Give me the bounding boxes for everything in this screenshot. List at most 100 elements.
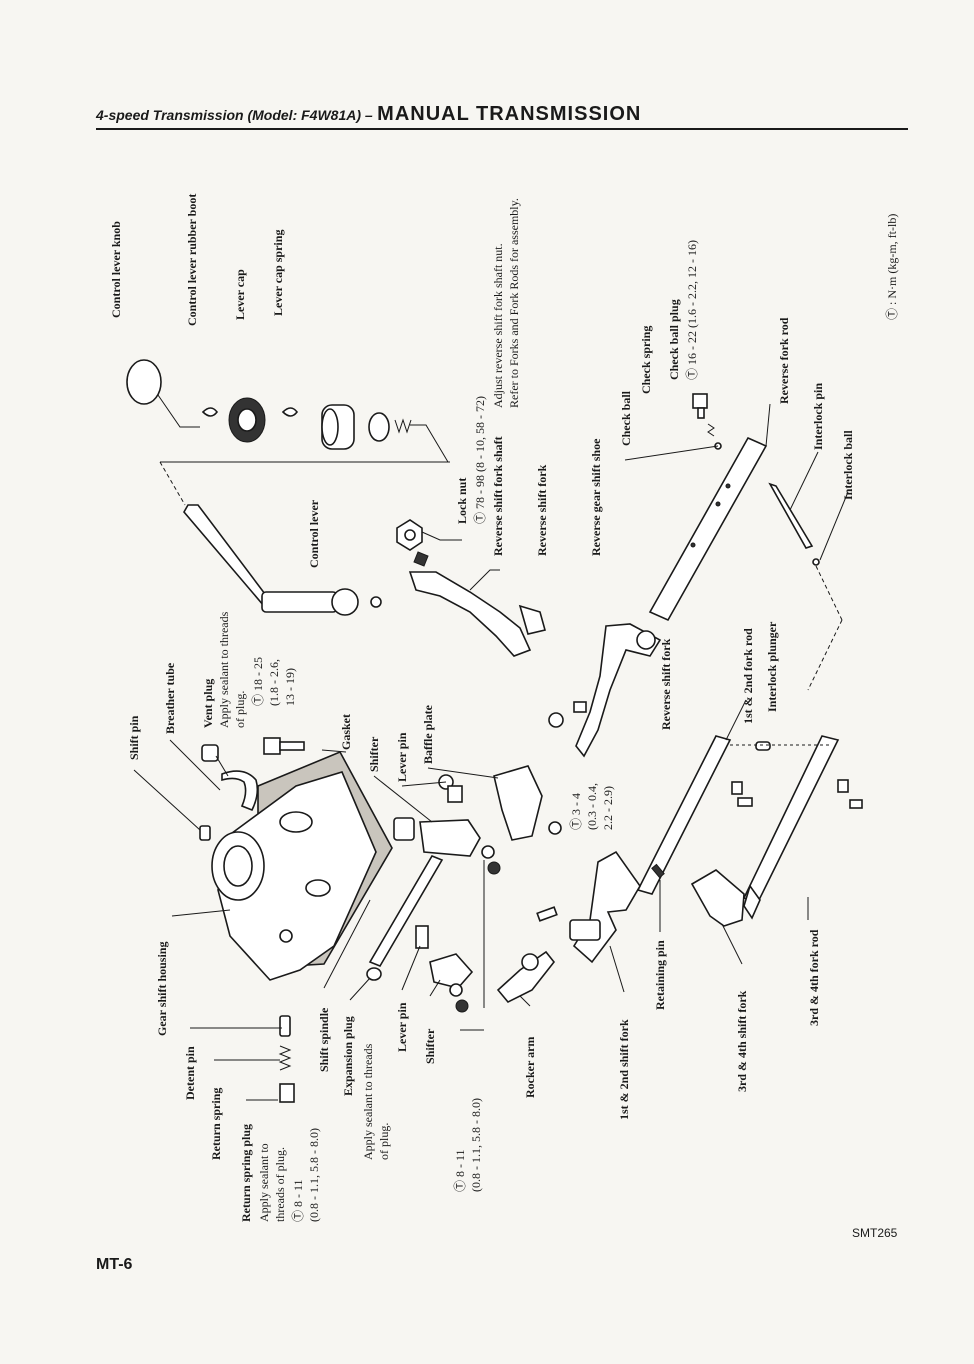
interlock-pin-leader <box>789 451 819 511</box>
label-check-ball: Check ball <box>619 390 633 446</box>
rocker-arm-part <box>496 950 556 1003</box>
fork-12-leader <box>609 945 625 993</box>
knob-leader <box>157 394 200 428</box>
label-detent-pin: Detent pin <box>183 1046 197 1100</box>
label-check-spring: Check spring <box>639 326 653 394</box>
label-lever-pin-top: Lever pin <box>395 732 409 782</box>
figure-code: SMT265 <box>852 1226 898 1240</box>
interlock-dash-2 <box>807 619 843 691</box>
retaining-pin-part <box>536 863 665 922</box>
return-spring-part <box>278 1045 292 1071</box>
reverse-shift-fork-top-part <box>408 571 546 657</box>
shifter-washer-part <box>481 845 501 875</box>
label-lock-nut: Lock nut <box>455 478 469 524</box>
label-breather-tube: Breather tube <box>163 662 177 734</box>
breather-tube-part <box>221 770 259 812</box>
spring-leader <box>410 424 449 463</box>
control-lever-part <box>183 504 382 616</box>
torque-legend: Ⓣ : N·m (kg-m, ft-lb) <box>885 214 899 320</box>
label-return-plug-note-2: threads of plug. <box>273 1147 287 1222</box>
interlock-plunger-part <box>755 741 771 751</box>
label-control-lever: Control lever <box>307 499 321 568</box>
header-title: MANUAL TRANSMISSION <box>377 103 642 125</box>
shift-pin-leader <box>133 769 201 831</box>
lock-nut-part <box>396 519 429 567</box>
gear-shift-housing-part <box>211 771 377 981</box>
label-lock-nut-torque: Ⓣ 78 - 98 (8 - 10, 58 - 72) <box>473 396 487 524</box>
label-shifter-top: Shifter <box>367 736 381 772</box>
label-return-spring: Return spring <box>209 1088 223 1160</box>
label-expansion-note-1: Apply sealant to threads <box>361 1043 375 1160</box>
label-interlock-ball: Interlock ball <box>841 430 855 500</box>
label-adjust-note-2: Refer to Forks and Fork Rods for assembl… <box>507 198 521 408</box>
label-lever-pin-bottom: Lever pin <box>395 1002 409 1052</box>
vent-plug-bolt-part <box>263 737 305 755</box>
page-header: 4-speed Transmission (Model: F4W81A) – M… <box>96 103 908 126</box>
expansion-leader <box>349 977 371 1001</box>
shifter-top-leader <box>373 775 433 823</box>
label-expansion-plug: Expansion plug <box>341 1016 355 1096</box>
label-shifter-torque-2: (0.8 - 1.1, 5.8 - 8.0) <box>469 1098 483 1192</box>
lever-pin-top-leader <box>401 781 447 787</box>
label-baffle-torque-2: (0.3 - 0.4, <box>585 783 599 830</box>
baffle-plate-part <box>493 765 562 841</box>
label-rocker-arm: Rocker arm <box>523 1037 537 1098</box>
housing-leader <box>171 909 231 917</box>
fork-bolts-part <box>731 779 863 809</box>
label-third-fourth-shift-fork: 3rd & 4th shift fork <box>735 990 749 1092</box>
label-shift-pin: Shift pin <box>127 715 141 760</box>
gasket-leader <box>321 749 347 753</box>
label-return-plug-note-1: Apply sealant to <box>257 1143 271 1222</box>
label-shifter-bottom: Shifter <box>423 1028 437 1064</box>
label-reverse-fork-rod: Reverse fork rod <box>777 317 791 404</box>
detent-pin-part <box>279 1015 291 1037</box>
lever-pin-bottom-leader <box>401 945 421 991</box>
reverse-rod-leader <box>765 403 771 447</box>
label-vent-plug: Vent plug <box>201 679 215 728</box>
label-vent-plug-torque-1: Ⓣ 18 - 25 <box>251 657 265 706</box>
label-baffle-plate: Baffle plate <box>421 704 435 764</box>
shift-spindle-part <box>368 855 444 967</box>
label-vent-plug-note-1: Apply sealant to threads <box>217 611 231 728</box>
label-return-spring-plug: Return spring plug <box>239 1124 253 1222</box>
interlock-ball-leader <box>819 491 849 561</box>
label-gear-shift-housing: Gear shift housing <box>155 942 169 1036</box>
check-ball-plug-part <box>692 393 722 450</box>
shift-pin-part <box>199 825 211 841</box>
expansion-plug-part <box>366 967 382 981</box>
interlock-ball-part <box>812 558 820 566</box>
label-gasket: Gasket <box>339 714 353 750</box>
label-vent-plug-torque-2: (1.8 - 2.6, <box>267 659 281 706</box>
interlock-pin-part <box>768 482 814 549</box>
label-control-lever-knob: Control lever knob <box>109 221 123 318</box>
lever-axis-dash <box>159 461 186 506</box>
label-return-plug-torque-2: (0.8 - 1.1, 5.8 - 8.0) <box>307 1128 321 1222</box>
fork-34-leader <box>721 923 743 965</box>
first-second-fork-rod-part <box>636 735 732 895</box>
vent-leader <box>215 755 229 777</box>
label-control-lever-rubber-boot: Control lever rubber boot <box>185 194 199 326</box>
label-check-ball-plug-torque: Ⓣ 16 - 22 (1.6 - 2.2, 12 - 16) <box>685 240 699 380</box>
label-interlock-plunger: Interlock plunger <box>765 621 779 712</box>
reverse-shift-fork-mid-part <box>548 623 662 758</box>
locknut-leader <box>421 531 462 541</box>
third-fourth-fork-rod-part <box>742 735 840 903</box>
label-third-fourth-fork-rod: 3rd & 4th fork rod <box>807 929 821 1026</box>
lever-cap-part <box>321 404 355 450</box>
control-lever-knob-part <box>126 359 162 405</box>
baffle-leader <box>427 767 499 779</box>
label-adjust-note-1: Adjust reverse shift fork shaft nut. <box>491 243 505 408</box>
shifter-top-part <box>393 774 481 857</box>
label-vent-plug-note-2: of plug. <box>233 691 247 728</box>
interlock-dash-1 <box>815 565 843 621</box>
label-return-plug-torque-1: Ⓣ 8 - 11 <box>291 1179 305 1222</box>
control-lever-rubber-boot-part <box>201 397 299 443</box>
first-second-shift-fork-part <box>569 850 641 964</box>
header-rule <box>96 128 908 130</box>
label-reverse-shift-fork-top: Reverse shift fork <box>535 464 549 556</box>
return-spring-plug-part <box>279 1083 295 1103</box>
shifter-bottom-leader <box>429 979 441 997</box>
label-shift-spindle: Shift spindle <box>317 1007 331 1072</box>
label-baffle-torque-1: Ⓣ 3 - 4 <box>569 793 583 830</box>
